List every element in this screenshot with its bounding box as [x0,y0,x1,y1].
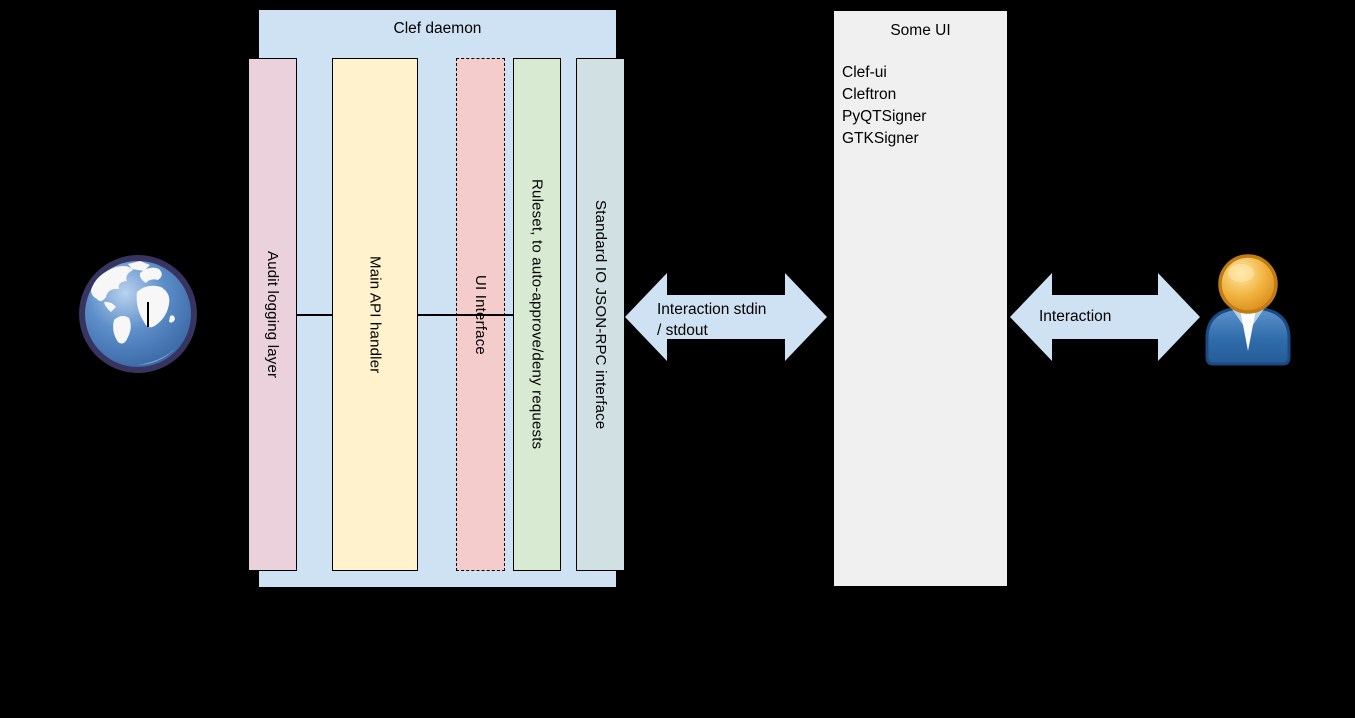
connector-line-audit-to-api [297,314,332,316]
some-ui-item-pyqtsigner: PyQTSigner [842,108,927,125]
some-ui-item-cleftron: Cleftron [842,86,897,103]
clef-daemon-title: Clef daemon [393,20,482,37]
clef-daemon-box [258,9,617,588]
user-icon [1203,254,1293,366]
some-ui-item-clef-ui: Clef-ui [842,64,887,81]
connector-tick-globe [147,302,149,327]
globe-icon [78,254,198,374]
arrow-user-interaction [1010,273,1200,361]
arrow-stdio-label-line1: Interaction stdin [657,301,767,318]
arrow-stdio-label-line2: / stdout [657,322,708,339]
bar-stdio-jsonrpc-interface: Standard IO JSON-RPC interface [576,58,625,571]
bar-main-api-handler-label: Main API handler [366,255,384,374]
some-ui-title: Some UI [890,22,951,39]
some-ui-box [833,10,1008,587]
bar-main-api-handler: Main API handler [332,58,418,571]
arrow-stdio-interaction [625,273,827,361]
bar-ruleset: Ruleset, to auto-approve/deny requests [513,58,561,571]
arrow-user-label: Interaction [1039,308,1112,325]
bar-audit-logging-layer-label: Audit logging layer [264,250,281,379]
some-ui-item-gtksigner: GTKSigner [842,130,919,147]
bar-ruleset-label: Ruleset, to auto-approve/deny requests [528,179,546,450]
bar-audit-logging-layer: Audit logging layer [248,58,297,571]
bar-stdio-jsonrpc-interface-label: Standard IO JSON-RPC interface [592,199,609,430]
arrow-stdio-label: Interaction stdin / stdout [657,299,766,341]
some-ui-list: Clef-ui Cleftron PyQTSigner GTKSigner [842,62,1002,150]
connector-line-api-to-ruleset [418,314,513,316]
